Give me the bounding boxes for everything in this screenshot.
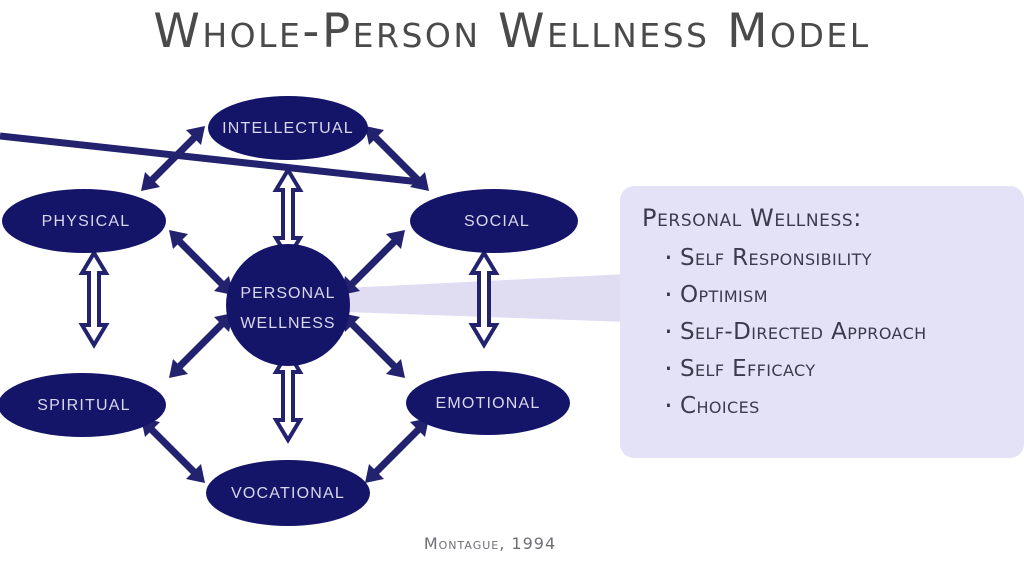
arrow-center-social [341, 230, 405, 295]
list-item: Self Efficacy [664, 350, 1008, 388]
node-label-emotional: EMOTIONAL [435, 395, 540, 412]
list-item: Choices [664, 387, 1008, 425]
node-vocational[interactable]: VOCATIONAL [206, 460, 370, 526]
node-intellectual[interactable]: INTELLECTUAL [208, 96, 368, 160]
list-item: Self-Directed Approach [664, 313, 1008, 351]
page-title: Whole-Person Wellness Model [153, 4, 871, 59]
center-label-line1: PERSONAL [240, 285, 335, 302]
center-label-line2: WELLNESS [240, 315, 335, 332]
arrow-physical-intellectual [141, 126, 205, 191]
arrow-vocational-emotional [365, 418, 429, 483]
node-label-intellectual: INTELLECTUAL [222, 120, 354, 137]
node-label-social: SOCIAL [464, 213, 530, 230]
arrow-physical-center [169, 230, 233, 295]
node-physical[interactable]: PHYSICAL [2, 189, 166, 253]
personal-wellness-callout: Personal Wellness: Self Responsibility O… [620, 186, 1024, 458]
node-social[interactable]: SOCIAL [410, 189, 578, 253]
node-label-vocational: VOCATIONAL [231, 485, 345, 502]
arrow-spiritual-vocational [141, 418, 205, 483]
arrow-intellectual-social [0, 126, 429, 191]
arrow-spiritual-center [169, 313, 233, 378]
node-spiritual[interactable]: SPIRITUAL [0, 373, 166, 437]
arrow-center-vocational [272, 348, 304, 444]
arrow-group [0, 126, 500, 483]
list-item: Optimism [664, 276, 1008, 314]
node-label-physical: PHYSICAL [42, 213, 131, 230]
node-emotional[interactable]: EMOTIONAL [406, 371, 570, 435]
callout-heading: Personal Wellness: [642, 204, 862, 232]
node-label-spiritual: SPIRITUAL [37, 397, 131, 414]
node-personal-wellness-center[interactable]: PERSONAL WELLNESS [226, 244, 350, 366]
source-attribution: Montague, 1994 [423, 534, 557, 553]
arrow-social-emotional [468, 249, 500, 349]
arrow-physical-spiritual [78, 249, 110, 349]
list-item: Self Responsibility [664, 239, 1008, 277]
callout-list: Self Responsibility Optimism Self-Direct… [642, 239, 1008, 425]
arrow-center-emotional [341, 313, 405, 378]
